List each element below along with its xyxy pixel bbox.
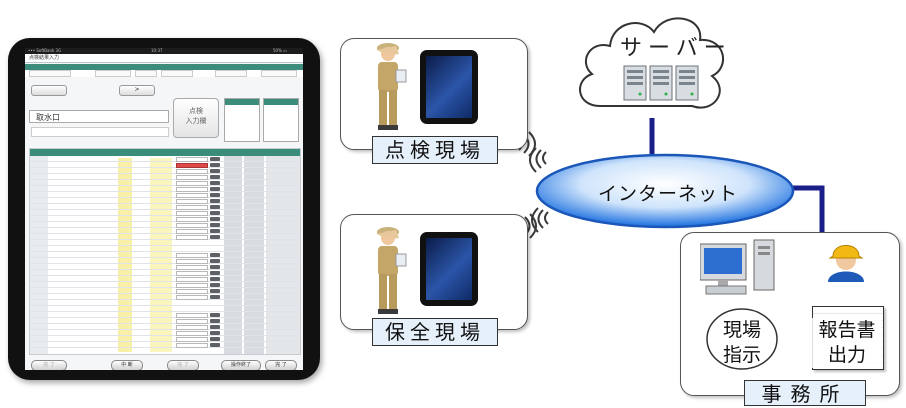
bottom-button-1[interactable]: 完 了: [31, 360, 67, 370]
prev-button[interactable]: [31, 85, 67, 96]
side-panel-right: [263, 98, 299, 142]
office-label: 事務所: [744, 380, 866, 406]
worker-saluting-icon: [376, 227, 407, 314]
input-button-line2: 入力欄: [185, 117, 207, 125]
form-header-row: [25, 64, 303, 70]
tablet-screen: ••• SoftBank 3G 10:37 50% ▭ 点検結果入力 > 取水口…: [25, 48, 303, 370]
site-instruction-bubble: [706, 308, 778, 370]
internet-label: インターネット: [598, 183, 739, 205]
worker-saluting-icon: [376, 43, 407, 130]
server-cloud: [579, 17, 724, 109]
app-title: 点検結果入力: [25, 54, 303, 63]
internet-ellipse: [535, 153, 795, 229]
site-instruction-text: 現場 指示: [704, 318, 780, 368]
side-panel-left: [224, 98, 260, 142]
office-link-line: [790, 185, 825, 238]
inspection-grid: [29, 148, 301, 355]
complete-button[interactable]: 完 了: [265, 360, 297, 370]
server-rack-icon: [623, 65, 699, 101]
desktop-computer-icon: [700, 239, 775, 295]
inspection-input-button[interactable]: 点検 入力欄: [173, 98, 219, 138]
tablet-device-icon: [420, 232, 478, 306]
tablet-device-icon: [420, 50, 478, 124]
engineer-helmet-icon: [828, 245, 864, 282]
finish-operation-button[interactable]: 操作終了: [221, 360, 261, 370]
location-subfield: [31, 127, 169, 137]
report-output-text: 報告書 出力: [812, 318, 882, 368]
location-field[interactable]: 取水口: [29, 110, 169, 123]
carrier-text: ••• SoftBank 3G: [28, 48, 62, 53]
battery-text: 50% ▭: [273, 48, 287, 53]
input-button-line1: 点検: [189, 107, 203, 115]
tablet-device: ••• SoftBank 3G 10:37 50% ▭ 点検結果入力 > 取水口…: [8, 38, 320, 380]
form-value-row: [25, 70, 303, 77]
suspend-button[interactable]: 中 断: [111, 360, 143, 370]
grid-header: [30, 149, 300, 156]
site-instruction-line2: 指示: [722, 344, 761, 366]
status-bar: ••• SoftBank 3G 10:37 50% ▭: [25, 48, 303, 54]
report-output-line2: 出力: [827, 344, 866, 366]
bottom-toolbar: 完 了 中 断 完 了 操作終了 完 了: [25, 358, 303, 370]
bottom-button-3[interactable]: 完 了: [167, 360, 199, 370]
clock-text: 10:37: [151, 48, 163, 53]
maintenance-site-label: 保全現場: [372, 318, 498, 346]
server-label: サーバー: [620, 36, 732, 61]
site-instruction-line1: 現場: [722, 319, 761, 341]
next-button[interactable]: >: [119, 85, 155, 96]
inspection-site-label: 点検現場: [372, 136, 498, 164]
report-output-line1: 報告書: [818, 319, 876, 341]
